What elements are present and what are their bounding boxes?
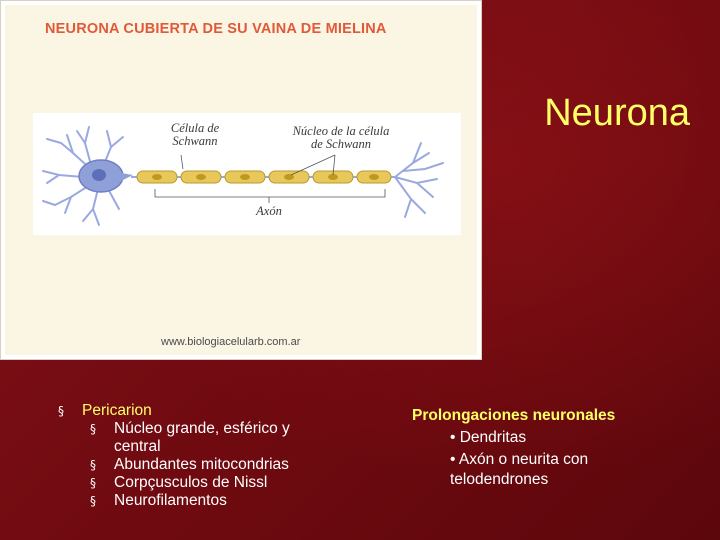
- label-pointers: [154, 154, 386, 203]
- list-item: • Axón o neurita con: [450, 451, 589, 468]
- section-bullet-icon: §: [90, 422, 96, 436]
- list-item: § Corpçusculos de Nissl: [58, 474, 358, 492]
- list-item: § Núcleo grande, esférico y central: [58, 420, 358, 456]
- section-bullet-icon: §: [90, 494, 96, 508]
- neuron-diagram: Célula de Schwann Núcleo de la célula de…: [33, 113, 461, 235]
- list-item: § Abundantes mitocondrias: [58, 456, 358, 474]
- list-item-text-line2: central: [114, 438, 161, 455]
- section-bullet-icon: §: [90, 476, 96, 490]
- prolongaciones-heading: Prolongaciones neuronales: [412, 407, 616, 424]
- schwann-cell-label-line2: Schwann: [172, 134, 218, 148]
- list-item-text: Abundantes mitocondrias: [114, 456, 289, 473]
- section-bullet-icon: §: [90, 458, 96, 472]
- neuron-figure: NEURONA CUBIERTA DE SU VAINA DE MIELINA: [0, 0, 482, 360]
- neuron-illustration: [42, 126, 444, 226]
- schwann-nucleus-label-line1: Núcleo de la célula: [292, 124, 390, 138]
- schwann-nucleus-label-line2: de Schwann: [310, 137, 372, 151]
- list-item: § Neurofilamentos: [58, 492, 358, 510]
- list-item: • Dendritas: [450, 429, 527, 446]
- section-bullet-icon: §: [58, 404, 64, 418]
- schwann-cell-label-line1: Célula de: [170, 121, 220, 135]
- pericarion-heading-text: Pericarion: [82, 402, 152, 419]
- slide-title: Neurona: [544, 92, 690, 134]
- list-item-continuation: telodendrones: [450, 471, 549, 488]
- axon-label: Axón: [256, 204, 282, 218]
- myelin-sheath: [136, 170, 392, 184]
- figure-title: NEURONA CUBIERTA DE SU VAINA DE MIELINA: [45, 21, 387, 37]
- nucleus: [92, 169, 106, 181]
- pericarion-list: § Pericarion § Núcleo grande, esférico y…: [58, 402, 358, 510]
- schwann-cell-label: Célula de Schwann: [145, 122, 245, 148]
- list-item-text: Corpçusculos de Nissl: [114, 474, 268, 491]
- list-item-text-line1: Núcleo grande, esférico y: [114, 420, 290, 437]
- pericarion-heading: § Pericarion: [58, 402, 358, 420]
- list-item-text: Neurofilamentos: [114, 492, 227, 509]
- schwann-nucleus-label: Núcleo de la célula de Schwann: [281, 125, 401, 151]
- axon-terminals: [394, 142, 444, 218]
- schwann-nuclei: [152, 174, 379, 180]
- prolongaciones-list: Prolongaciones neuronales • Dendritas • …: [412, 405, 702, 489]
- source-credit: www.biologiacelularb.com.ar: [161, 336, 301, 348]
- axon-hillock: [121, 173, 133, 181]
